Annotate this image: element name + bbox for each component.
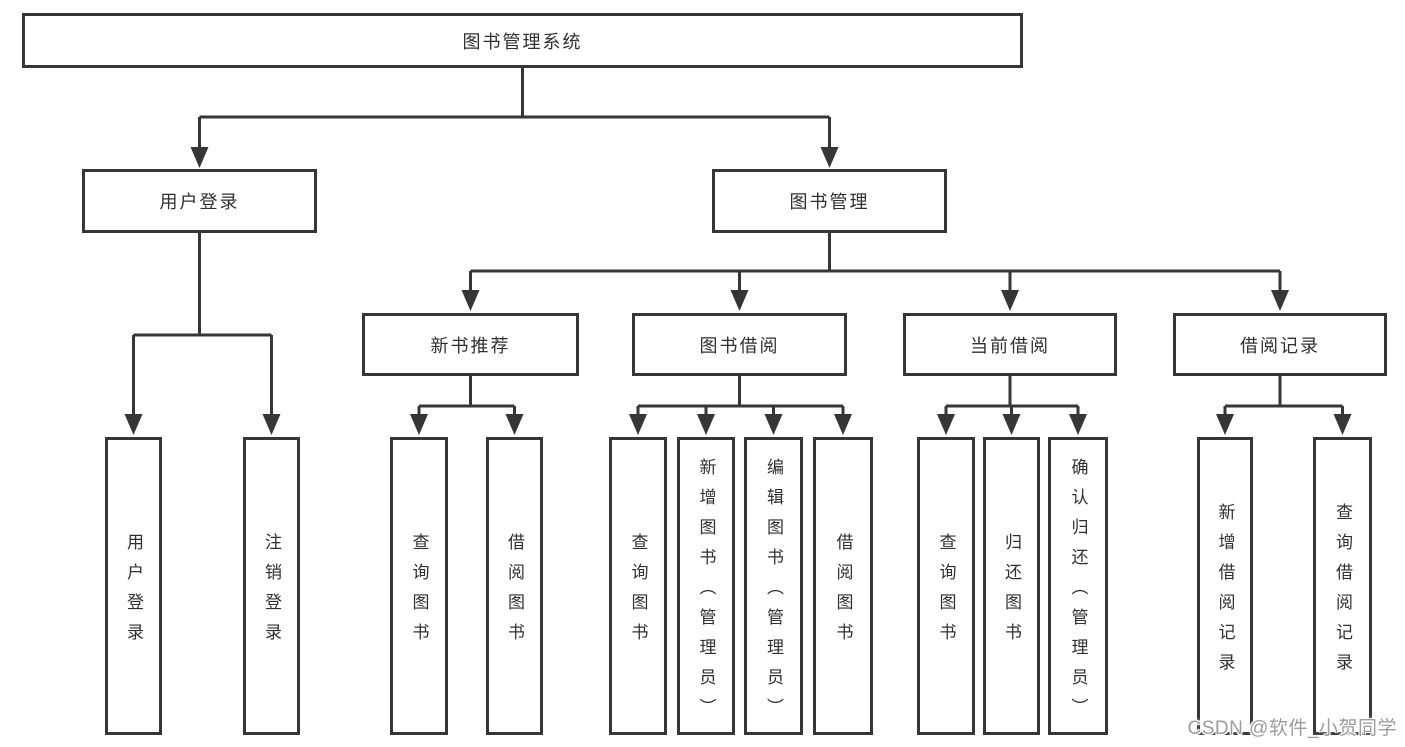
- leaf-borrow-query-books: 查询图书: [609, 437, 667, 735]
- leaf-borrow-edit-books-admin: 编辑图书（管理员）: [744, 437, 803, 735]
- leaf-borrow-add-books-admin: 新增图书（管理员）: [677, 437, 735, 735]
- leaf-records-query-borrow-record: 查询借阅记录: [1313, 437, 1372, 735]
- leaf-current-query-books: 查询图书: [917, 437, 975, 735]
- leaf-current-return-books: 归还图书: [983, 437, 1040, 735]
- leaf-records-add-borrow-record: 新增借阅记录: [1197, 437, 1253, 735]
- leaf-newbook-query-books: 查询图书: [390, 437, 448, 735]
- arrowhead-icons: [124, 147, 1352, 435]
- tree-edges: [132, 68, 1344, 417]
- node-root-library-system: 图书管理系统: [22, 13, 1023, 68]
- node-user-login: 用户登录: [82, 169, 317, 233]
- node-borrow-records: 借阅记录: [1173, 313, 1387, 376]
- node-new-book-recommend: 新书推荐: [362, 313, 579, 376]
- node-book-management: 图书管理: [712, 169, 947, 233]
- leaf-borrow-borrow-books: 借阅图书: [813, 437, 873, 735]
- leaf-user-login: 用户登录: [105, 437, 162, 735]
- node-book-borrow: 图书借阅: [632, 313, 847, 376]
- node-current-borrow: 当前借阅: [903, 313, 1117, 376]
- csdn-watermark: CSDN @软件_小贺同学: [1187, 718, 1397, 739]
- leaf-logout: 注销登录: [243, 437, 300, 735]
- leaf-current-confirm-return-admin: 确认归还（管理员）: [1048, 437, 1108, 735]
- leaf-newbook-borrow-books: 借阅图书: [486, 437, 543, 735]
